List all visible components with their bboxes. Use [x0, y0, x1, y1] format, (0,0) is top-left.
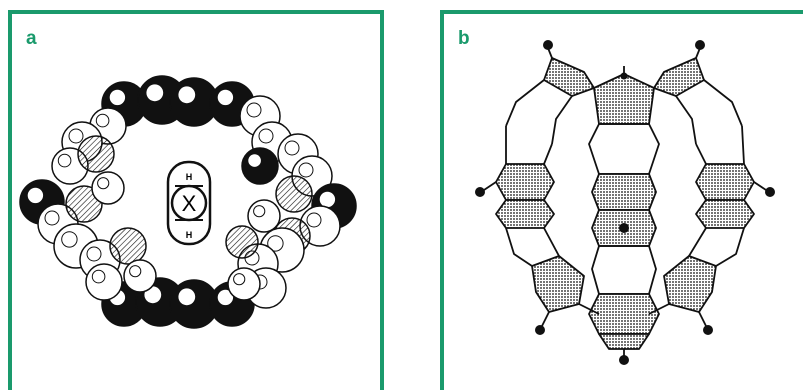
atom-highlight: [178, 86, 196, 104]
atom-highlight: [178, 288, 196, 306]
panel-label-a: a: [26, 28, 37, 49]
atom-highlight: [86, 246, 102, 262]
panel-a: a X H H: [8, 10, 384, 390]
atom-highlight: [57, 153, 72, 168]
atom-highlight: [233, 273, 246, 286]
central-ring-column: [588, 73, 660, 356]
atom-highlight: [97, 177, 110, 190]
right-ring-column: [648, 125, 755, 315]
atom-sphere: [123, 259, 157, 293]
atom-highlight: [217, 289, 234, 306]
atom-highlight: [306, 212, 322, 228]
atom-highlight: [298, 162, 314, 178]
atom-highlight: [68, 128, 84, 144]
atom-highlight: [129, 265, 142, 278]
atom-highlight: [91, 269, 106, 284]
atom-highlight: [284, 140, 300, 156]
guest-bottom-atom: H: [186, 230, 193, 240]
top-bridges: [505, 57, 743, 145]
panel-b: b: [440, 10, 803, 390]
atom-highlight: [217, 89, 234, 106]
atom-highlight: [146, 84, 164, 102]
guest-center-symbol: X: [182, 191, 197, 216]
atom-spheres: [19, 75, 357, 329]
atom-sphere: [85, 263, 123, 301]
guest-top-atom: H: [186, 172, 193, 182]
atom-highlight: [253, 205, 266, 218]
atom-highlight: [246, 102, 262, 118]
cage-structure-drawing: [475, 40, 775, 365]
atom-highlight: [144, 286, 162, 304]
atom-highlight: [248, 154, 261, 167]
atom-sphere: [91, 171, 125, 205]
atom-sphere: [77, 135, 115, 173]
heteroatom-dots: [475, 40, 775, 365]
atom-sphere: [247, 199, 281, 233]
atom-highlight: [319, 191, 336, 208]
atom-highlight: [61, 231, 78, 248]
atom-sphere: [109, 227, 147, 265]
atom-highlight: [267, 235, 284, 252]
substituent-bonds: [483, 47, 767, 327]
atom-highlight: [258, 128, 274, 144]
panel-label-b: b: [458, 28, 470, 49]
atom-highlight: [95, 113, 110, 128]
atom-sphere: [275, 175, 313, 213]
atom-sphere: [241, 147, 279, 185]
atom-highlight: [44, 210, 60, 226]
atom-highlight: [27, 187, 44, 204]
left-ring-column: [495, 126, 600, 315]
atom-sphere: [227, 267, 261, 301]
atom-sphere: [225, 225, 259, 259]
atom-highlight: [109, 89, 126, 106]
guest-molecule: X H H: [166, 160, 212, 246]
space-filling-model: X H H: [19, 75, 357, 329]
